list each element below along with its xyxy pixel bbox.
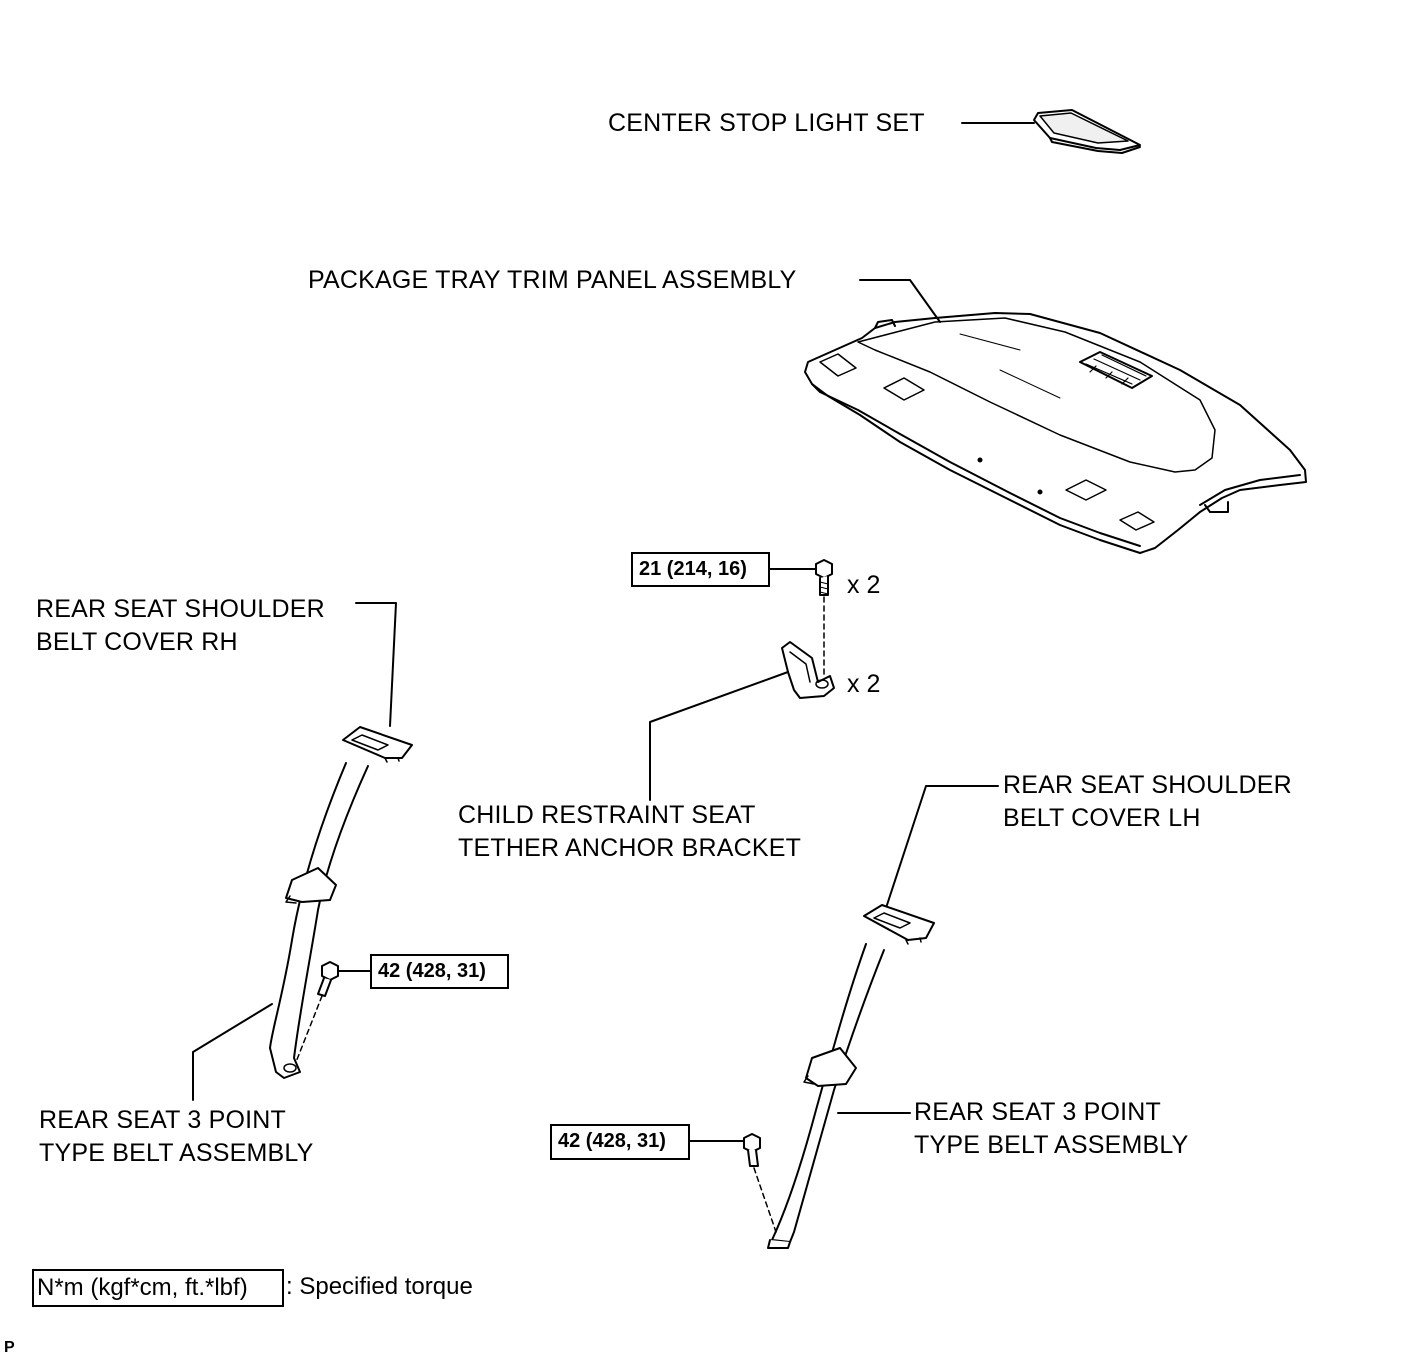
legend-unit-box: N*m (kgf*cm, ft.*lbf) bbox=[32, 1269, 284, 1307]
label-cover-rh-line1: REAR SEAT SHOULDER bbox=[36, 595, 325, 623]
qty-anchor-bracket: x 2 bbox=[847, 670, 881, 698]
belt-right-bolt-guide bbox=[753, 1167, 777, 1233]
torque-box-anchor-bolt: 21 (214, 16) bbox=[631, 552, 770, 587]
belt-left-bolt-guide bbox=[295, 995, 323, 1063]
label-cover-lh-line2: BELT COVER LH bbox=[1003, 804, 1201, 832]
belt-left-part bbox=[269, 762, 369, 1079]
label-cover-rh-line2: BELT COVER RH bbox=[36, 628, 238, 656]
anchor-bolt-part bbox=[815, 559, 833, 596]
label-child-anchor-line1: CHILD RESTRAINT SEAT bbox=[458, 801, 756, 829]
child-anchor-bracket-part bbox=[781, 641, 835, 699]
label-belt-left-line2: TYPE BELT ASSEMBLY bbox=[39, 1139, 314, 1167]
corner-code: P bbox=[4, 1339, 15, 1356]
center-stop-light-part bbox=[1033, 109, 1141, 154]
qty-anchor-bolt: x 2 bbox=[847, 571, 881, 599]
torque-box-belt-left: 42 (428, 31) bbox=[370, 954, 509, 989]
cover-rh-part bbox=[342, 726, 413, 763]
belt-right-bolt-part bbox=[743, 1133, 761, 1167]
child-anchor-leader bbox=[649, 671, 789, 801]
belt-left-leader bbox=[192, 1003, 273, 1101]
label-belt-right-line2: TYPE BELT ASSEMBLY bbox=[914, 1131, 1189, 1159]
torque-box-belt-right: 42 (428, 31) bbox=[550, 1124, 690, 1160]
belt-left-bolt-part bbox=[317, 961, 339, 997]
label-package-tray: PACKAGE TRAY TRIM PANEL ASSEMBLY bbox=[308, 266, 797, 294]
label-belt-right-line1: REAR SEAT 3 POINT bbox=[914, 1098, 1161, 1126]
cover-rh-leader bbox=[355, 602, 397, 727]
belt-right-part bbox=[767, 943, 885, 1249]
package-tray-leader bbox=[859, 279, 941, 323]
label-belt-left-line1: REAR SEAT 3 POINT bbox=[39, 1106, 286, 1134]
label-center-stop-light: CENTER STOP LIGHT SET bbox=[608, 109, 925, 137]
legend-description: : Specified torque bbox=[286, 1273, 473, 1300]
label-child-anchor-line2: TETHER ANCHOR BRACKET bbox=[458, 834, 802, 862]
package-tray-part bbox=[804, 312, 1307, 554]
label-cover-lh-line1: REAR SEAT SHOULDER bbox=[1003, 771, 1292, 799]
cover-lh-leader bbox=[885, 785, 999, 909]
cover-lh-part bbox=[863, 904, 935, 945]
